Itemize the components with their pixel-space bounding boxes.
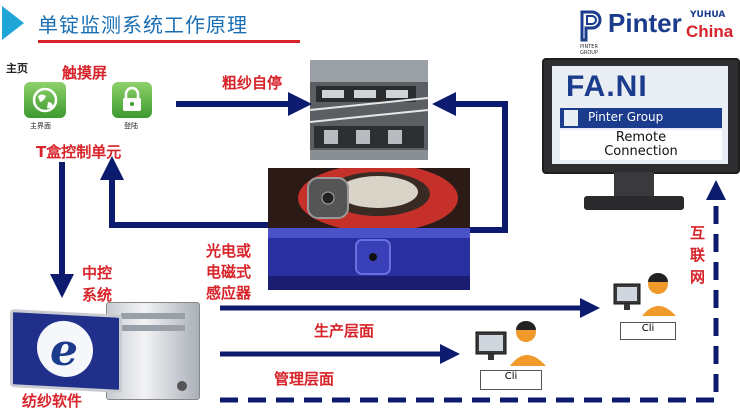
sensor-photo: [268, 168, 470, 290]
touchscreen-label: 触摸屏: [62, 64, 108, 82]
e-logo-glyph: e: [50, 324, 78, 376]
globe-icon: [32, 87, 58, 113]
title-marker-icon: [2, 6, 24, 40]
production-user: [610, 270, 680, 320]
pinter-logo-mark-icon: [580, 10, 602, 42]
arrow-sensor-to-tbox: [100, 156, 268, 228]
sensor-label-line1: 光电或: [206, 242, 252, 260]
home-label: 主页: [6, 62, 28, 75]
pinter-group-text: Pinter Group: [588, 110, 664, 124]
login-label: 登陆: [124, 122, 138, 130]
remote-monitor-screen: FA.NI Pinter Group Remote Connection: [552, 66, 728, 164]
power-button-icon: [177, 381, 187, 391]
login-button[interactable]: [112, 82, 152, 118]
logo-sub-text: YUHUA: [690, 10, 726, 20]
monitor-base: [584, 196, 684, 210]
main-screen-label: 主界面: [30, 122, 51, 130]
logo-brand-text: Pinter: [608, 8, 682, 38]
main-screen-button[interactable]: [24, 82, 66, 118]
title-underline: [38, 40, 300, 43]
internet-label-2: 联: [690, 246, 706, 264]
production-user-caption: Cli: [620, 322, 676, 340]
lock-icon: [123, 86, 141, 111]
dashed-internet-link: [220, 180, 726, 403]
page-title: 单锭监测系统工作原理: [38, 13, 248, 37]
internet-label-1: 互: [690, 224, 706, 242]
logo-china-text: China: [686, 22, 734, 41]
software-monitor: e: [10, 309, 122, 393]
sensor-device-image: [268, 168, 470, 290]
roving-machine-image: [310, 60, 428, 160]
central-label-line2: 系统: [82, 286, 113, 304]
management-user-caption: Cli: [480, 370, 542, 390]
fani-brand-text: FA.NI: [566, 70, 648, 103]
remote-monitor: FA.NI Pinter Group Remote Connection: [542, 58, 740, 174]
management-label: 管理层面: [274, 370, 335, 388]
sensor-label-line2: 电磁式: [206, 263, 252, 281]
user-at-computer-icon: [613, 273, 676, 316]
software-label: 纺纱软件: [22, 392, 83, 410]
remote-connection-box: Remote Connection: [560, 130, 722, 160]
sensor-label-line3: 感应器: [206, 284, 252, 302]
roving-stop-photo: [310, 60, 428, 160]
central-label-line1: 中控: [82, 264, 113, 282]
svg-text:e: e: [50, 324, 78, 376]
pinter-group-bar: Pinter Group: [560, 108, 722, 128]
production-label: 生产层面: [314, 322, 375, 340]
management-user: [470, 318, 550, 368]
remote-line1: Remote: [615, 130, 667, 145]
pinter-logo: Pinter YUHUA China PINTER GROUP: [578, 6, 740, 58]
pinter-group-logo-icon: [564, 110, 578, 126]
arrow-sensor-to-roving: [432, 92, 508, 233]
t-box-label: T盒控制单元: [36, 143, 122, 161]
remote-line2: Connection: [604, 144, 678, 159]
user-at-computer-icon-2: [475, 321, 546, 366]
internet-label-3: 网: [690, 268, 706, 286]
monitor-neck: [614, 172, 654, 198]
e-logo-icon: e: [37, 319, 93, 379]
roving-stop-label: 粗纱自停: [222, 74, 283, 92]
logo-small-text: PINTER GROUP: [580, 44, 598, 56]
